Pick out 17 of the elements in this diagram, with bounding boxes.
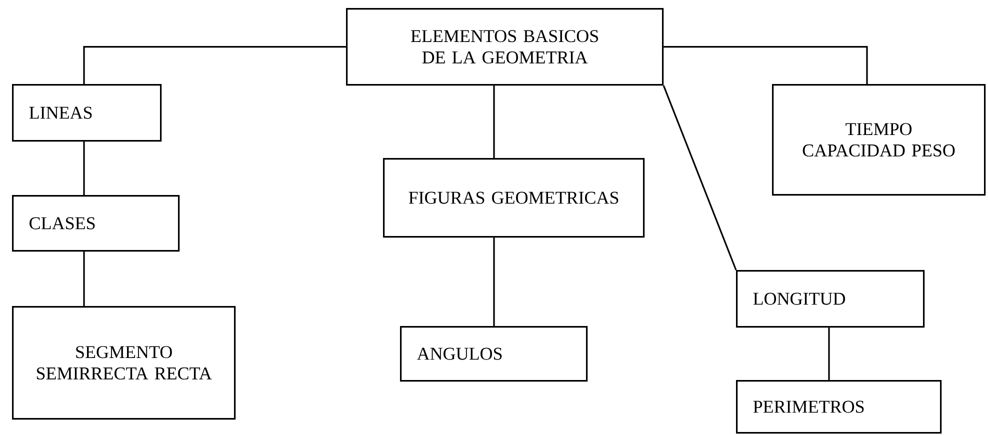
connector-line [828,328,830,380]
concept-box: PERIMETROS [736,380,942,434]
concept-box: ANGULOS [400,326,588,382]
connector-line [83,142,85,195]
concept-box: LONGITUD [736,270,925,328]
concept-box: LINEAS [12,84,162,142]
connector-line [664,46,868,84]
connector-line [493,238,495,326]
concept-box: TIEMPO CAPACIDAD PESO [772,84,986,196]
concept-box: SEGMENTO SEMIRRECTA RECTA [12,306,236,420]
concept-box: CLASES [12,195,180,252]
connector-line [493,86,495,158]
concept-box: FIGURAS GEOMETRICAS [383,158,645,238]
concept-box: ELEMENTOS BASICOS DE LA GEOMETRIA [346,8,664,86]
connector-line [83,252,85,306]
connector-line [662,85,737,270]
connector-line [83,46,346,84]
